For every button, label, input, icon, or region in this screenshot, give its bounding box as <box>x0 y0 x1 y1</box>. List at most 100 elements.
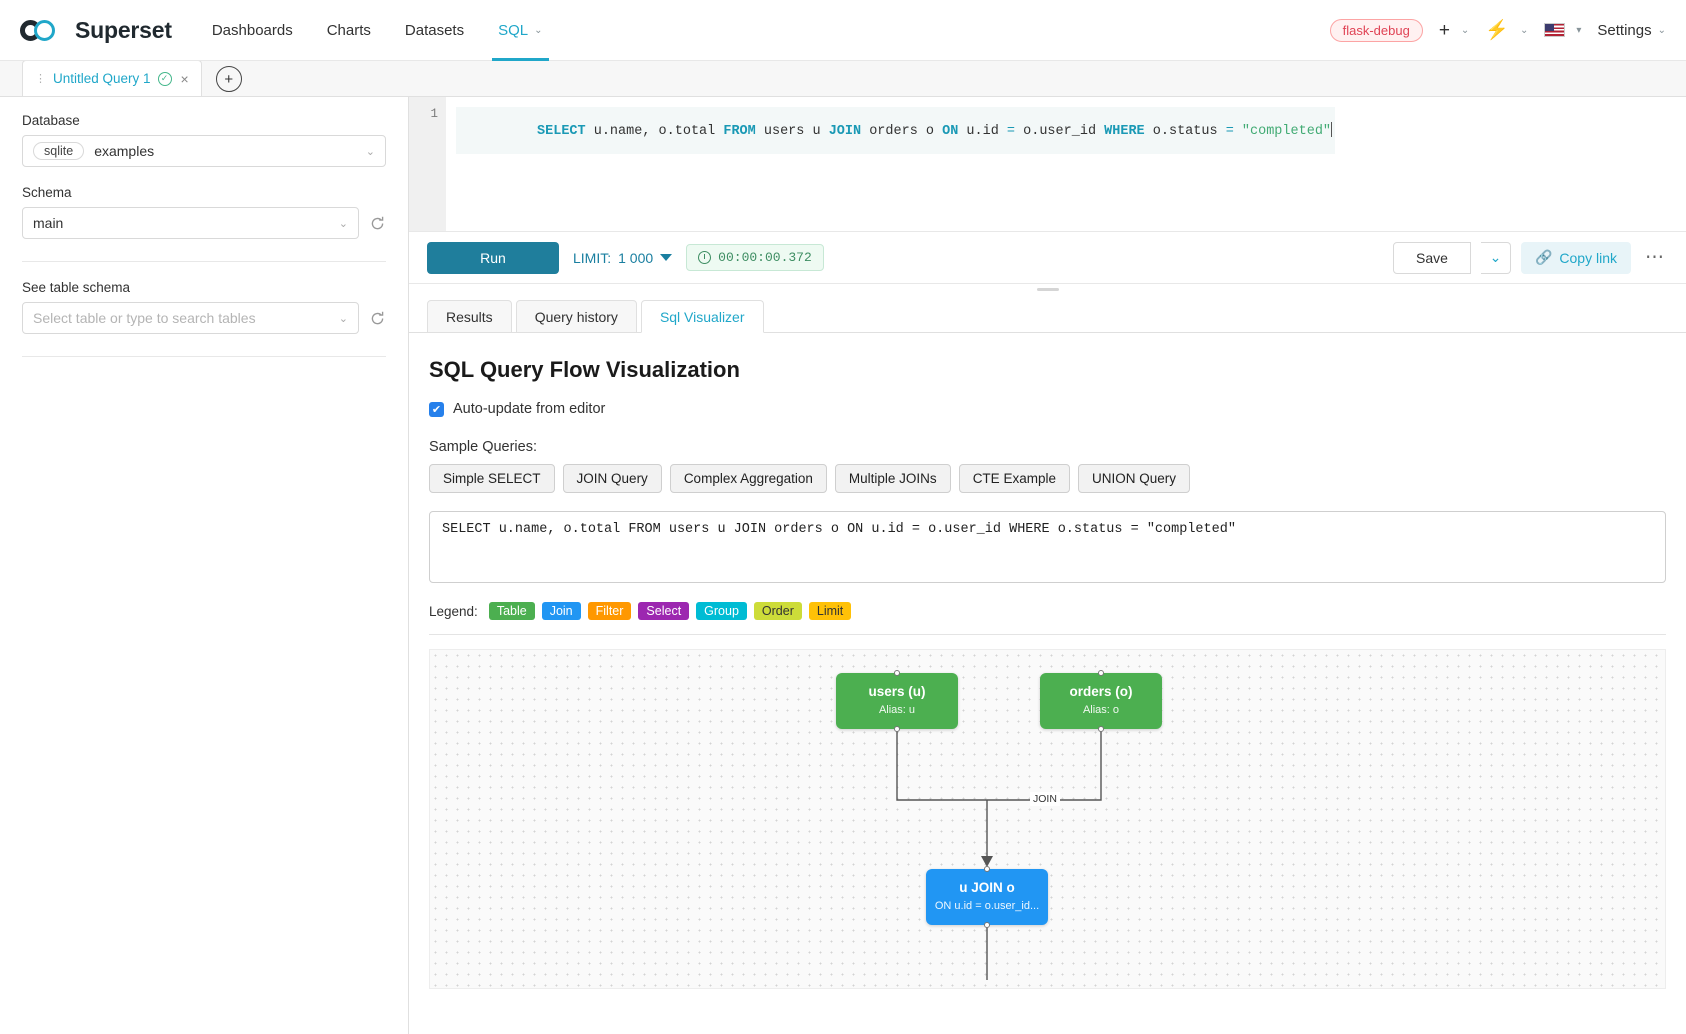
link-icon: 🔗 <box>1534 249 1553 265</box>
legend-chip-filter: Filter <box>587 602 632 620</box>
text-cursor <box>1331 122 1333 137</box>
chevron-down-icon: ⌄ <box>365 145 375 158</box>
tab-label: Results <box>446 308 493 325</box>
schema-select[interactable]: main ⌄ <box>22 207 359 239</box>
sql-token: "completed" <box>1241 124 1332 139</box>
settings-label: Settings <box>1597 21 1652 39</box>
node-port-bottom <box>1098 726 1104 732</box>
language-selector[interactable]: ▾ <box>1544 23 1581 37</box>
close-icon[interactable]: × <box>180 70 189 87</box>
flask-debug-badge: flask-debug <box>1329 18 1423 42</box>
schema-label: Schema <box>22 185 72 200</box>
sample-query-simple-select[interactable]: Simple SELECT <box>429 464 555 493</box>
flow-node-join[interactable]: u JOIN o ON u.id = o.user_id... <box>926 866 1048 928</box>
sample-query-union-query[interactable]: UNION Query <box>1077 464 1190 493</box>
node-subtitle: Alias: o <box>1082 704 1120 716</box>
tab-results[interactable]: Results <box>427 300 512 333</box>
chevron-down-icon <box>660 254 673 261</box>
table-row: Select table or type to search tables ⌄ <box>22 302 386 334</box>
nav-link-dashboards[interactable]: Dashboards <box>212 0 293 61</box>
sql-input-textarea[interactable] <box>429 511 1666 583</box>
toolbar-right: Save ⌄ 🔗 Copy link ⋯ <box>1393 241 1668 274</box>
limit-value: 1 000 <box>618 249 654 266</box>
database-engine-pill: sqlite <box>33 142 85 160</box>
auto-update-row: ✔ Auto-update from editor <box>429 401 1666 417</box>
sql-token <box>1234 124 1242 139</box>
table-select[interactable]: Select table or type to search tables ⌄ <box>22 302 359 334</box>
sql-token: u.id <box>958 124 1007 139</box>
legend-chip-limit: Limit <box>808 602 852 620</box>
page-title: SQL Query Flow Visualization <box>429 357 740 382</box>
tab-label: Query history <box>534 308 618 325</box>
refresh-schema-icon[interactable] <box>369 215 386 232</box>
database-select[interactable]: sqlite examples ⌄ <box>22 135 386 167</box>
flow-node-orders[interactable]: orders (o) Alias: o <box>1040 670 1162 732</box>
main-area: Database sqlite examples ⌄ Schema main ⌄… <box>0 97 1686 1034</box>
legend-label: Legend: <box>429 603 478 619</box>
node-port-bottom <box>894 726 900 732</box>
legend-chip-table: Table <box>488 602 535 620</box>
tab-query-history[interactable]: Query history <box>515 300 637 333</box>
legend: Legend: Table Join Filter Select Group O… <box>429 602 1666 620</box>
editor-code-line: SELECT u.name, o.total FROM users u JOIN… <box>456 107 1336 154</box>
copy-link-button[interactable]: 🔗 Copy link <box>1520 241 1631 274</box>
superset-logo-icon <box>20 17 66 43</box>
nav-link-label: Datasets <box>404 21 465 39</box>
sample-query-complex-aggregation[interactable]: Complex Aggregation <box>669 464 827 493</box>
bolt-menu-button[interactable]: ⚡ ⌄ <box>1485 21 1528 40</box>
chevron-down-icon: ▾ <box>1576 24 1582 36</box>
run-button[interactable]: Run <box>427 241 559 274</box>
nav-link-sql[interactable]: SQL ⌄ <box>492 0 549 61</box>
settings-menu[interactable]: Settings ⌄ <box>1597 22 1666 39</box>
node-subtitle: Alias: u <box>878 704 916 716</box>
save-button[interactable]: Save <box>1393 241 1471 274</box>
node-port-top <box>894 670 900 676</box>
schema-value: main <box>33 215 64 231</box>
editor-code-area[interactable]: SELECT u.name, o.total FROM users u JOIN… <box>446 97 1686 231</box>
node-port-bottom <box>984 922 990 928</box>
refresh-tables-icon[interactable] <box>369 310 386 327</box>
table-placeholder: Select table or type to search tables <box>33 310 256 326</box>
tab-sql-visualizer[interactable]: Sql Visualizer <box>640 300 764 333</box>
bolt-icon: ⚡ <box>1485 19 1509 41</box>
pane-resize-handle[interactable] <box>409 284 1686 294</box>
flow-canvas[interactable]: JOIN users (u) Alias: u orders (o) Alias… <box>429 649 1666 989</box>
add-query-tab-button[interactable]: + <box>215 66 242 92</box>
sql-token: orders o <box>861 124 943 139</box>
sql-token: JOIN <box>828 124 862 139</box>
new-menu-button[interactable]: + ⌄ <box>1439 21 1470 40</box>
edge-label-join: JOIN <box>1030 792 1060 806</box>
nav-link-label: SQL <box>498 21 529 39</box>
sql-token: WHERE <box>1104 124 1145 139</box>
query-tab-label: Untitled Query 1 <box>53 71 151 86</box>
brand-name: Superset <box>75 16 172 43</box>
node-title: users (u) <box>868 684 926 699</box>
sql-token: o.status <box>1144 124 1226 139</box>
limit-dropdown[interactable]: LIMIT: 1 000 <box>573 249 673 266</box>
nav-link-datasets[interactable]: Datasets <box>405 0 464 61</box>
us-flag-icon <box>1544 23 1566 37</box>
save-dropdown-button[interactable]: ⌄ <box>1480 241 1511 274</box>
chevron-down-icon: ⌄ <box>1657 24 1666 36</box>
nav-link-label: Dashboards <box>211 21 293 39</box>
nav-link-charts[interactable]: Charts <box>327 0 371 61</box>
query-timer: 00:00:00.372 <box>686 244 824 271</box>
sample-query-join-query[interactable]: JOIN Query <box>562 464 662 493</box>
superset-logo[interactable]: Superset <box>20 17 172 44</box>
sql-editor[interactable]: 1 SELECT u.name, o.total FROM users u JO… <box>409 97 1686 232</box>
query-tab[interactable]: ⋮ Untitled Query 1 ✓ × <box>22 60 202 96</box>
chevron-down-icon: ⌄ <box>534 24 543 36</box>
sql-token: u.name, o.total <box>585 124 724 139</box>
auto-update-checkbox[interactable]: ✔ <box>429 401 444 417</box>
sql-token: = <box>1225 124 1234 139</box>
sql-lab-sidebar: Database sqlite examples ⌄ Schema main ⌄… <box>0 97 409 1034</box>
sample-query-cte-example[interactable]: CTE Example <box>958 464 1070 493</box>
legend-chip-select: Select <box>638 602 690 620</box>
database-label: Database <box>22 113 80 128</box>
chevron-down-icon: ⌄ <box>338 312 348 325</box>
sql-token: o.user_id <box>1015 124 1105 139</box>
drag-handle-icon[interactable]: ⋮ <box>35 72 46 85</box>
flow-node-users[interactable]: users (u) Alias: u <box>836 670 958 732</box>
sample-query-multiple-joins[interactable]: Multiple JOINs <box>834 464 951 493</box>
more-options-icon[interactable]: ⋯ <box>1645 247 1664 268</box>
